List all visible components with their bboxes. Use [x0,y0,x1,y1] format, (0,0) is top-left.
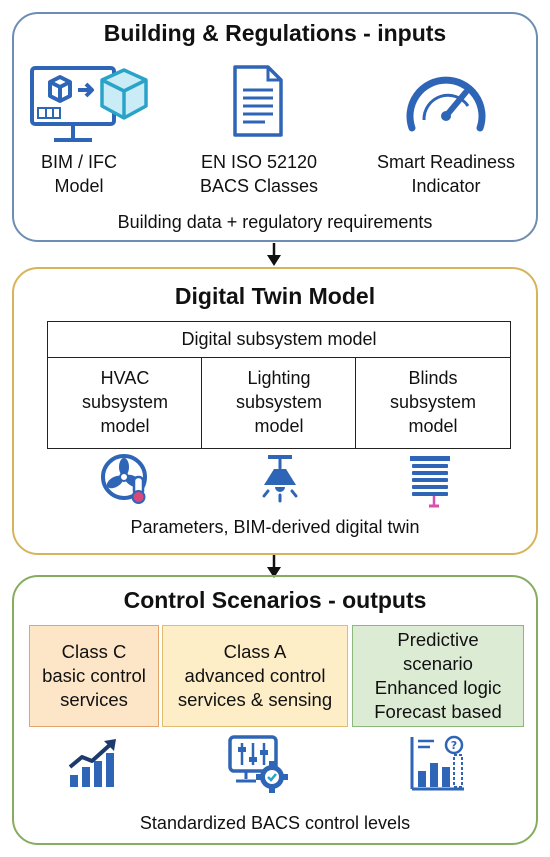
control-panel-gear-icon [228,735,288,793]
blinds-subsystem-cell: Blinds subsystem model [355,357,511,449]
class-c-box: Class C basic control services [29,625,159,727]
twin-panel: Digital Twin Model Digital subsystem mod… [12,267,538,555]
en-iso-label: EN ISO 52120 BACS Classes [199,152,319,196]
forecast-chart-icon: ? [410,735,464,791]
lighting-subsystem-cell: Lighting subsystem model [201,357,357,449]
window-blinds-icon [410,456,450,508]
outputs-title: Control Scenarios - outputs [123,587,427,613]
ceiling-lamp-icon [262,455,298,503]
inputs-title: Building & Regulations - inputs [103,20,447,46]
inputs-panel: Building & Regulations - inputs BIM / IF… [12,12,538,242]
predictive-box: Predictive scenario Enhanced logic Forec… [352,625,524,727]
inputs-caption: Building data + regulatory requirements [117,212,433,232]
flow-arrow-2 [267,555,281,578]
class-a-box: Class A advanced control services & sens… [162,625,348,727]
document-icon [233,65,283,137]
hvac-fan-thermometer-icon [101,454,147,504]
bim-ifc-label: BIM / IFC Model [41,152,117,196]
outputs-caption: Standardized BACS control levels [139,813,411,833]
svg-text:?: ? [451,739,457,752]
bim-monitor-cube-icon [30,66,148,142]
twin-caption: Parameters, BIM-derived digital twin [130,517,420,537]
subsystem-table-header: Digital subsystem model [47,321,511,359]
twin-title: Digital Twin Model [174,283,376,309]
sri-label: Smart Readiness Indicator [376,152,516,196]
gauge-icon [406,76,486,132]
flow-arrow-1 [267,243,281,266]
hvac-subsystem-cell: HVAC subsystem model [47,357,203,449]
growth-bar-chart-icon [68,739,116,787]
outputs-panel: Control Scenarios - outputs Class C basi… [12,575,538,845]
